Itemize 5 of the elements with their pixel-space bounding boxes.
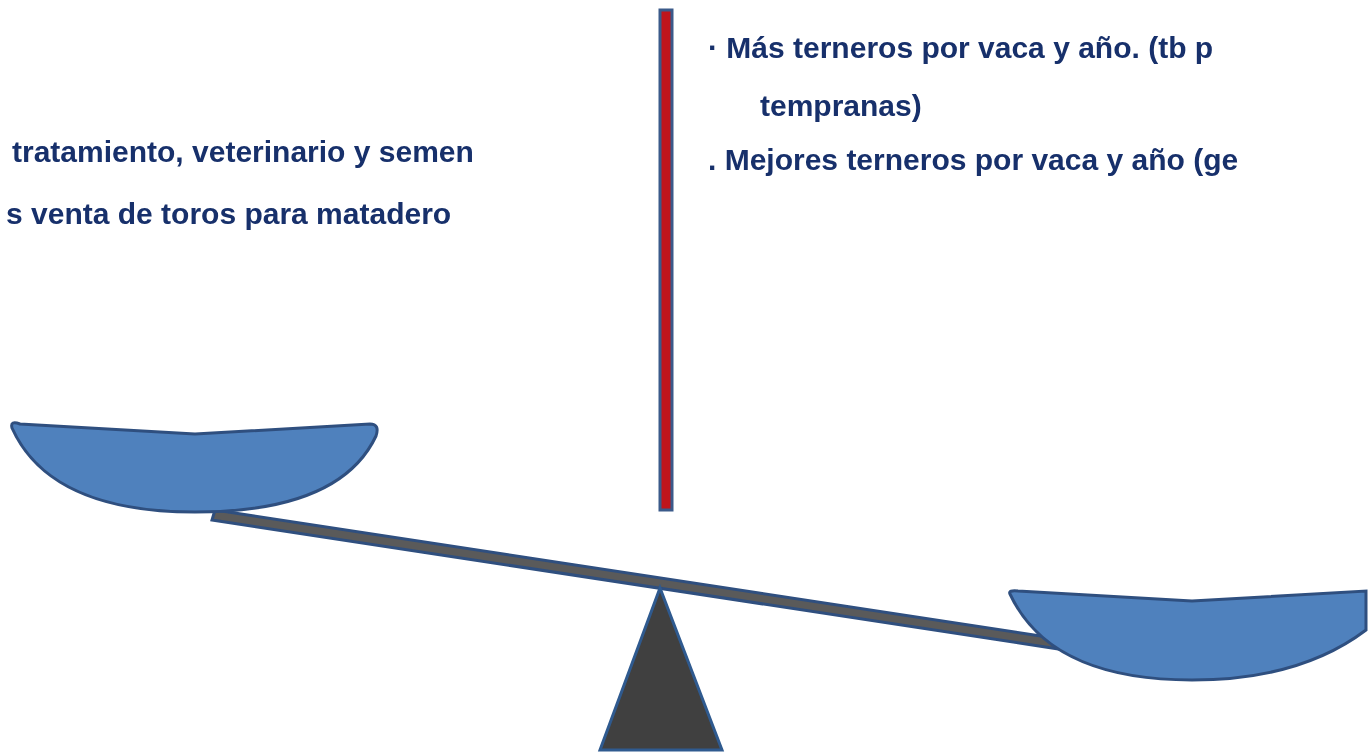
benefit-text: . Mejores terneros por vaca y año (ge: [708, 142, 1239, 178]
cost-text: tratamiento, veterinario y semen: [12, 134, 474, 170]
benefit-text: tempranas): [760, 88, 922, 124]
cost-text: s venta de toros para matadero: [6, 196, 452, 232]
benefit-text: · Más terneros por vaca y año. (tb p: [708, 30, 1214, 66]
